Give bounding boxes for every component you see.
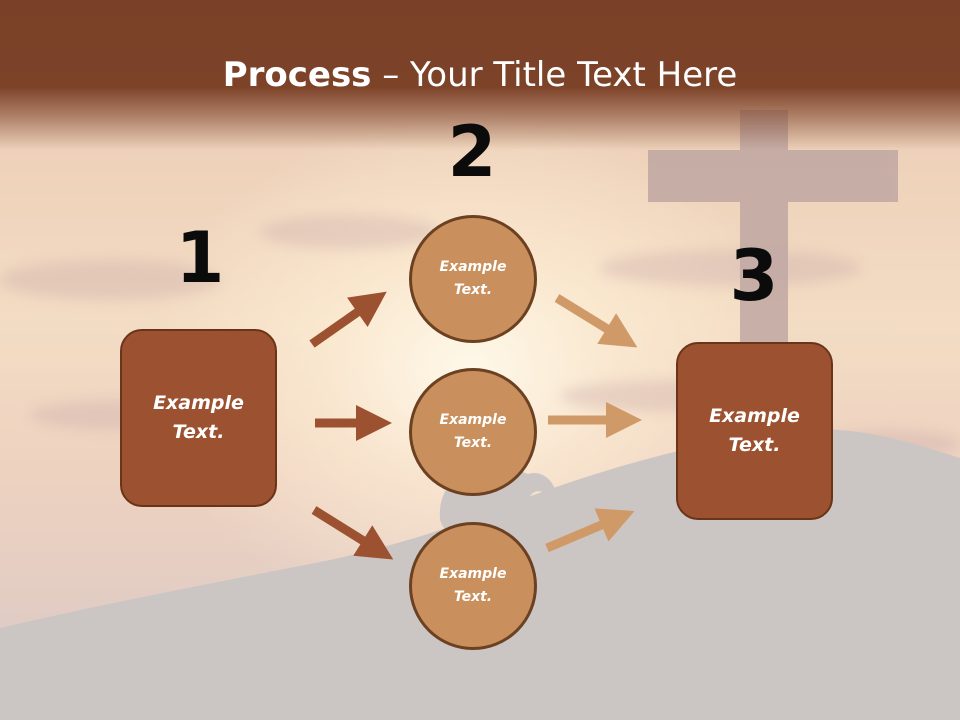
circle-middle: Example Text. xyxy=(409,368,537,496)
step-1-number: 1 xyxy=(175,217,225,299)
arrow-left-to-bottom xyxy=(311,506,394,560)
cloud xyxy=(260,215,440,249)
circle-bottom: Example Text. xyxy=(409,522,537,650)
step-2-number: 2 xyxy=(447,111,497,193)
circle-top: Example Text. xyxy=(409,215,537,343)
left-box-label: Example Text. xyxy=(153,392,244,443)
circle-top-label: Example Text. xyxy=(439,259,507,298)
cross-icon xyxy=(648,110,898,370)
left-box: Example Text. xyxy=(120,329,277,507)
step-3-number: 3 xyxy=(729,235,779,317)
arrow-bottom-to-right xyxy=(545,508,635,553)
circle-bottom-label: Example Text. xyxy=(439,566,507,605)
circle-middle-label: Example Text. xyxy=(439,412,507,451)
right-box-label: Example Text. xyxy=(709,405,800,456)
header-band xyxy=(0,0,960,150)
title-bold: Process xyxy=(222,55,372,95)
cloud xyxy=(600,250,860,286)
arrow-left-to-top xyxy=(309,291,387,348)
cloud xyxy=(0,260,220,300)
title-rest: – Your Title Text Here xyxy=(371,55,738,95)
slide-title: Process – Your Title Text Here xyxy=(0,52,960,98)
right-box: Example Text. xyxy=(676,342,833,520)
arrow-top-to-right xyxy=(554,294,638,348)
